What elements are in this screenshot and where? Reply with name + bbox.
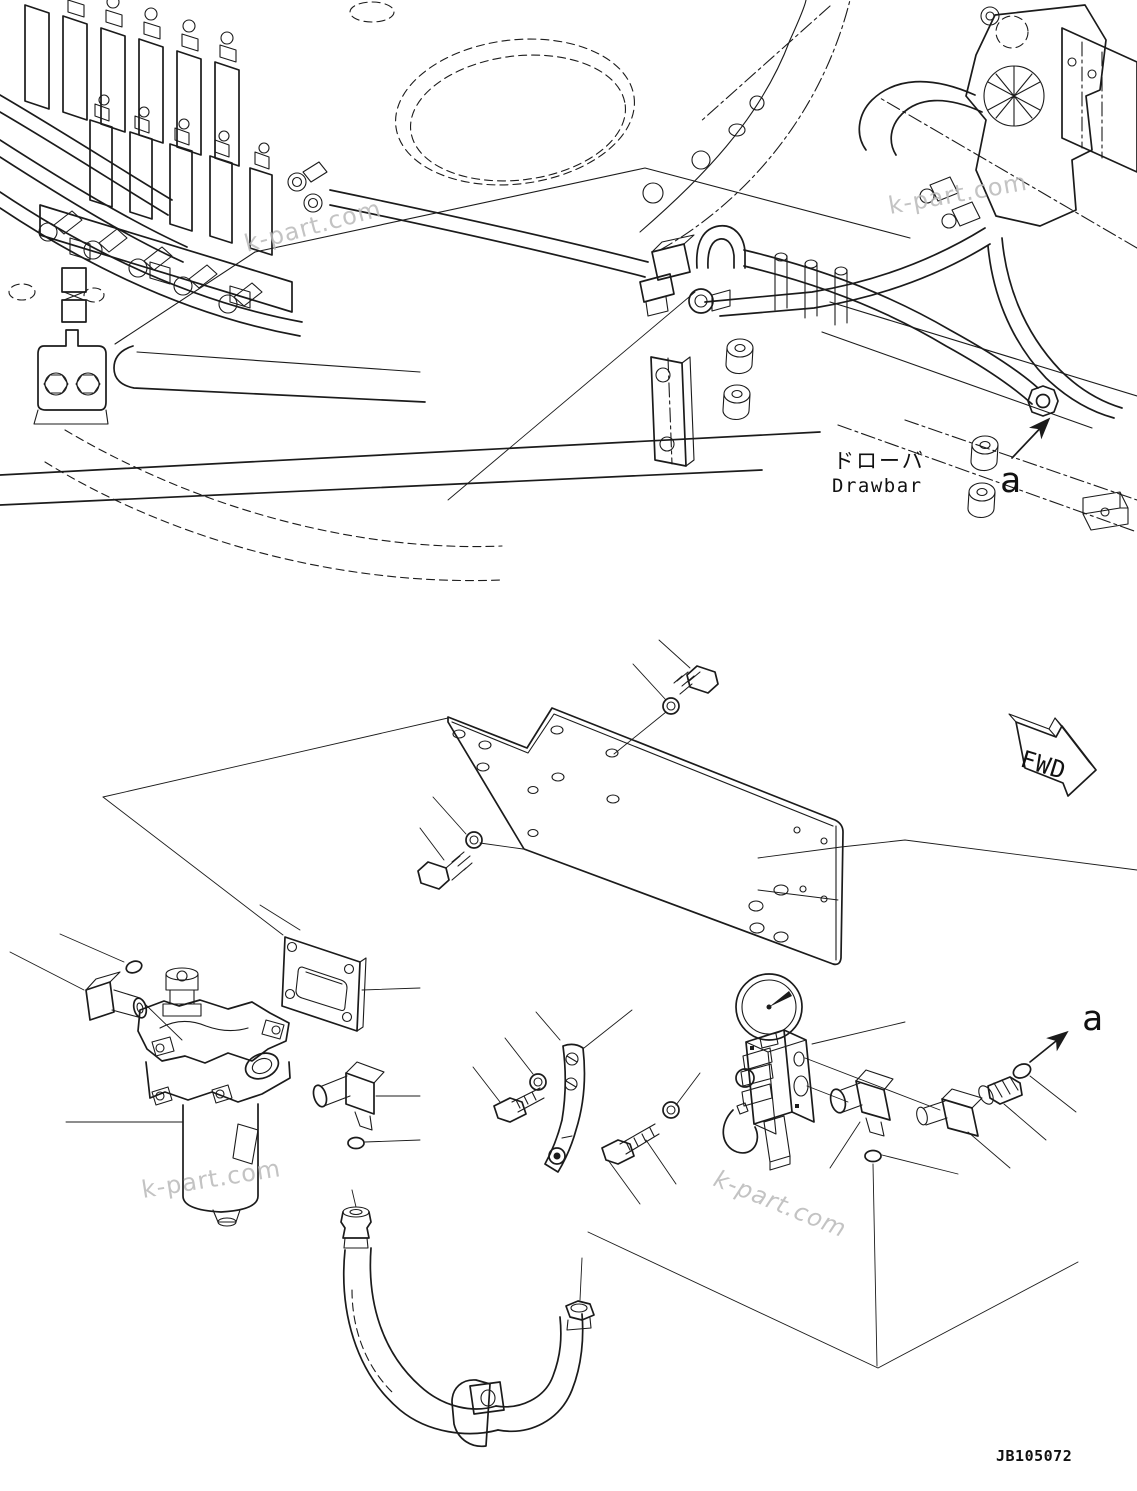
clamp-strap-and-bolts xyxy=(472,1009,701,1205)
gauge-elbow-fitting xyxy=(829,1069,894,1169)
filter-oring-left xyxy=(125,960,143,974)
drawbar-label-en: Drawbar xyxy=(832,475,923,497)
hose-clamp-bracket-left xyxy=(33,267,109,425)
detail-a-arrow-top xyxy=(1011,417,1051,459)
filter-body xyxy=(65,967,291,1227)
filter-elbow-left xyxy=(85,971,183,1041)
watermark-top-left: k-part.com xyxy=(241,194,384,257)
drawbar-callout: ドローバ Drawbar a xyxy=(650,338,1129,531)
gauge-oring xyxy=(864,1149,882,1163)
spacer-bushings xyxy=(722,338,999,519)
drawbar-label-jp: ドローバ xyxy=(833,449,925,473)
plate-bolt-upper xyxy=(613,639,719,755)
control-valve-manifold xyxy=(0,0,328,337)
detail-a-oring xyxy=(1012,1063,1032,1079)
pressure-gauge xyxy=(735,973,803,1041)
small-elbow-fitting xyxy=(916,1088,1011,1169)
hydraulic-hoses xyxy=(329,80,1123,419)
watermark-bottom-right: k-part.com xyxy=(710,1165,851,1244)
detail-a-label-top: a xyxy=(1000,461,1021,501)
fwd-marker: FWD xyxy=(1008,713,1097,797)
drawing-number: JB105072 xyxy=(996,1447,1072,1465)
plate-bolt-lower xyxy=(417,796,524,890)
detail-a-label-side: a xyxy=(1082,999,1103,1039)
detail-a-arrow-side xyxy=(1029,1030,1069,1063)
filter-oring-right xyxy=(347,1136,365,1150)
watermark-top-right: k-part.com xyxy=(886,168,1029,220)
pressure-gauge-assembly: a xyxy=(722,973,1103,1175)
tee-elbow-fitting xyxy=(639,225,746,317)
watermark-bottom-left: k-part.com xyxy=(140,1154,283,1204)
oil-filter-assembly xyxy=(9,904,421,1227)
fwd-label: FWD xyxy=(1017,745,1070,785)
hydraulic-pump xyxy=(919,4,1137,417)
straight-fitting xyxy=(978,1076,1047,1141)
mounting-plate xyxy=(417,639,1137,966)
filter-elbow-right xyxy=(312,1061,421,1150)
lower-hose xyxy=(340,1189,595,1448)
filter-gasket xyxy=(259,904,421,1032)
mount-strip-plate xyxy=(650,356,695,467)
